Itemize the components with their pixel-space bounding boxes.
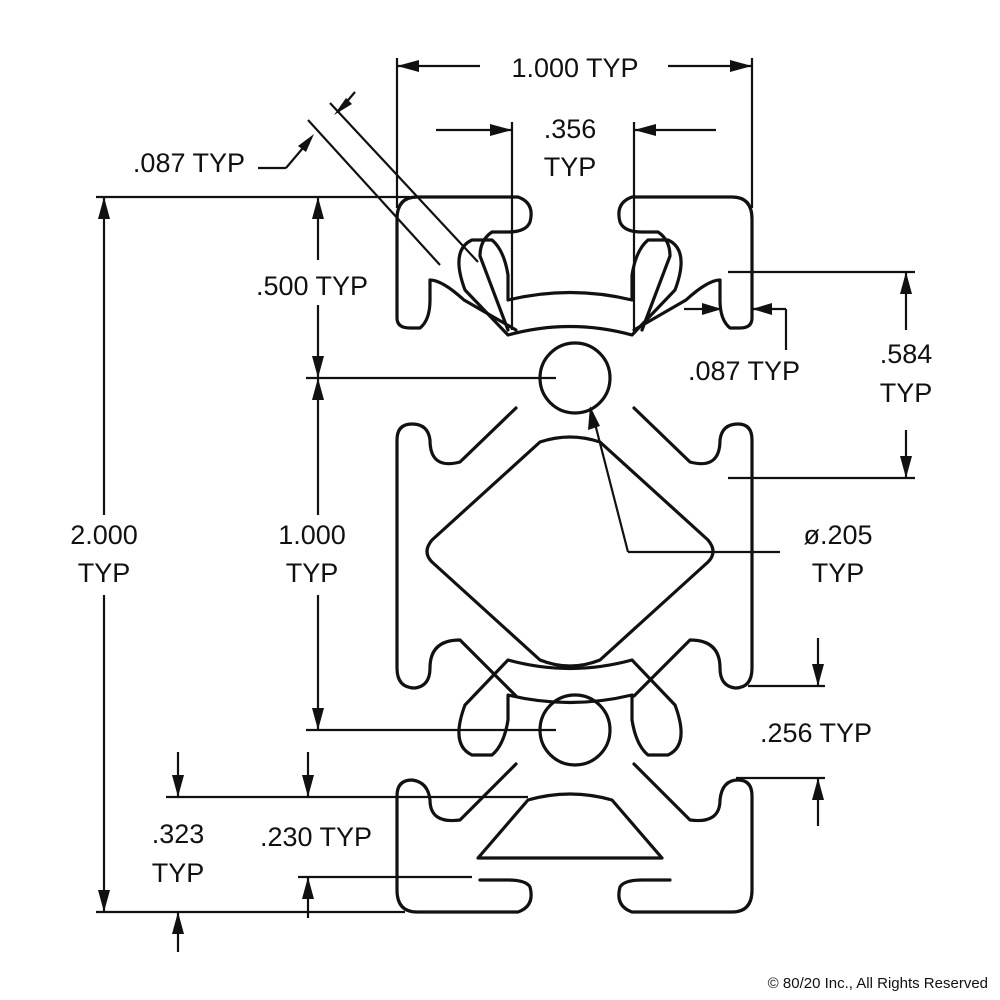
lip-inner-label: .230 TYP <box>260 822 372 852</box>
slot-span-line1: .584 <box>880 339 933 369</box>
copyright-text: © 80/20 Inc., All Rights Reserved <box>768 975 988 992</box>
bottom-lower-chamber <box>476 792 664 860</box>
lip-line2: TYP <box>152 858 205 888</box>
overall-width-label: 1.000 TYP <box>511 53 638 83</box>
profile-outline <box>395 195 754 914</box>
center-chamber <box>425 435 715 668</box>
slot-opening-suffix: TYP <box>544 152 597 182</box>
hole-pitch-line1: 1.000 <box>278 520 346 550</box>
hole-dia-line2: TYP <box>812 558 865 588</box>
slot-wall-label: .087 TYP <box>688 356 800 386</box>
overall-height-line2: TYP <box>78 558 131 588</box>
dimension-lines <box>96 58 915 952</box>
lip-line1: .323 <box>152 819 205 849</box>
slot-span-line2: TYP <box>880 378 933 408</box>
hole-pitch-line2: TYP <box>286 558 339 588</box>
hole-dia-line1: ø.205 <box>803 520 872 550</box>
top-to-hole-label: .500 TYP <box>256 271 368 301</box>
slot-depth-label: .256 TYP <box>760 718 872 748</box>
bottom-chamber <box>457 658 683 757</box>
top-chamber <box>457 238 683 337</box>
overall-height-line1: 2.000 <box>70 520 138 550</box>
wall-diag-label: .087 TYP <box>133 148 245 178</box>
slot-opening-label: .356 <box>544 114 597 144</box>
